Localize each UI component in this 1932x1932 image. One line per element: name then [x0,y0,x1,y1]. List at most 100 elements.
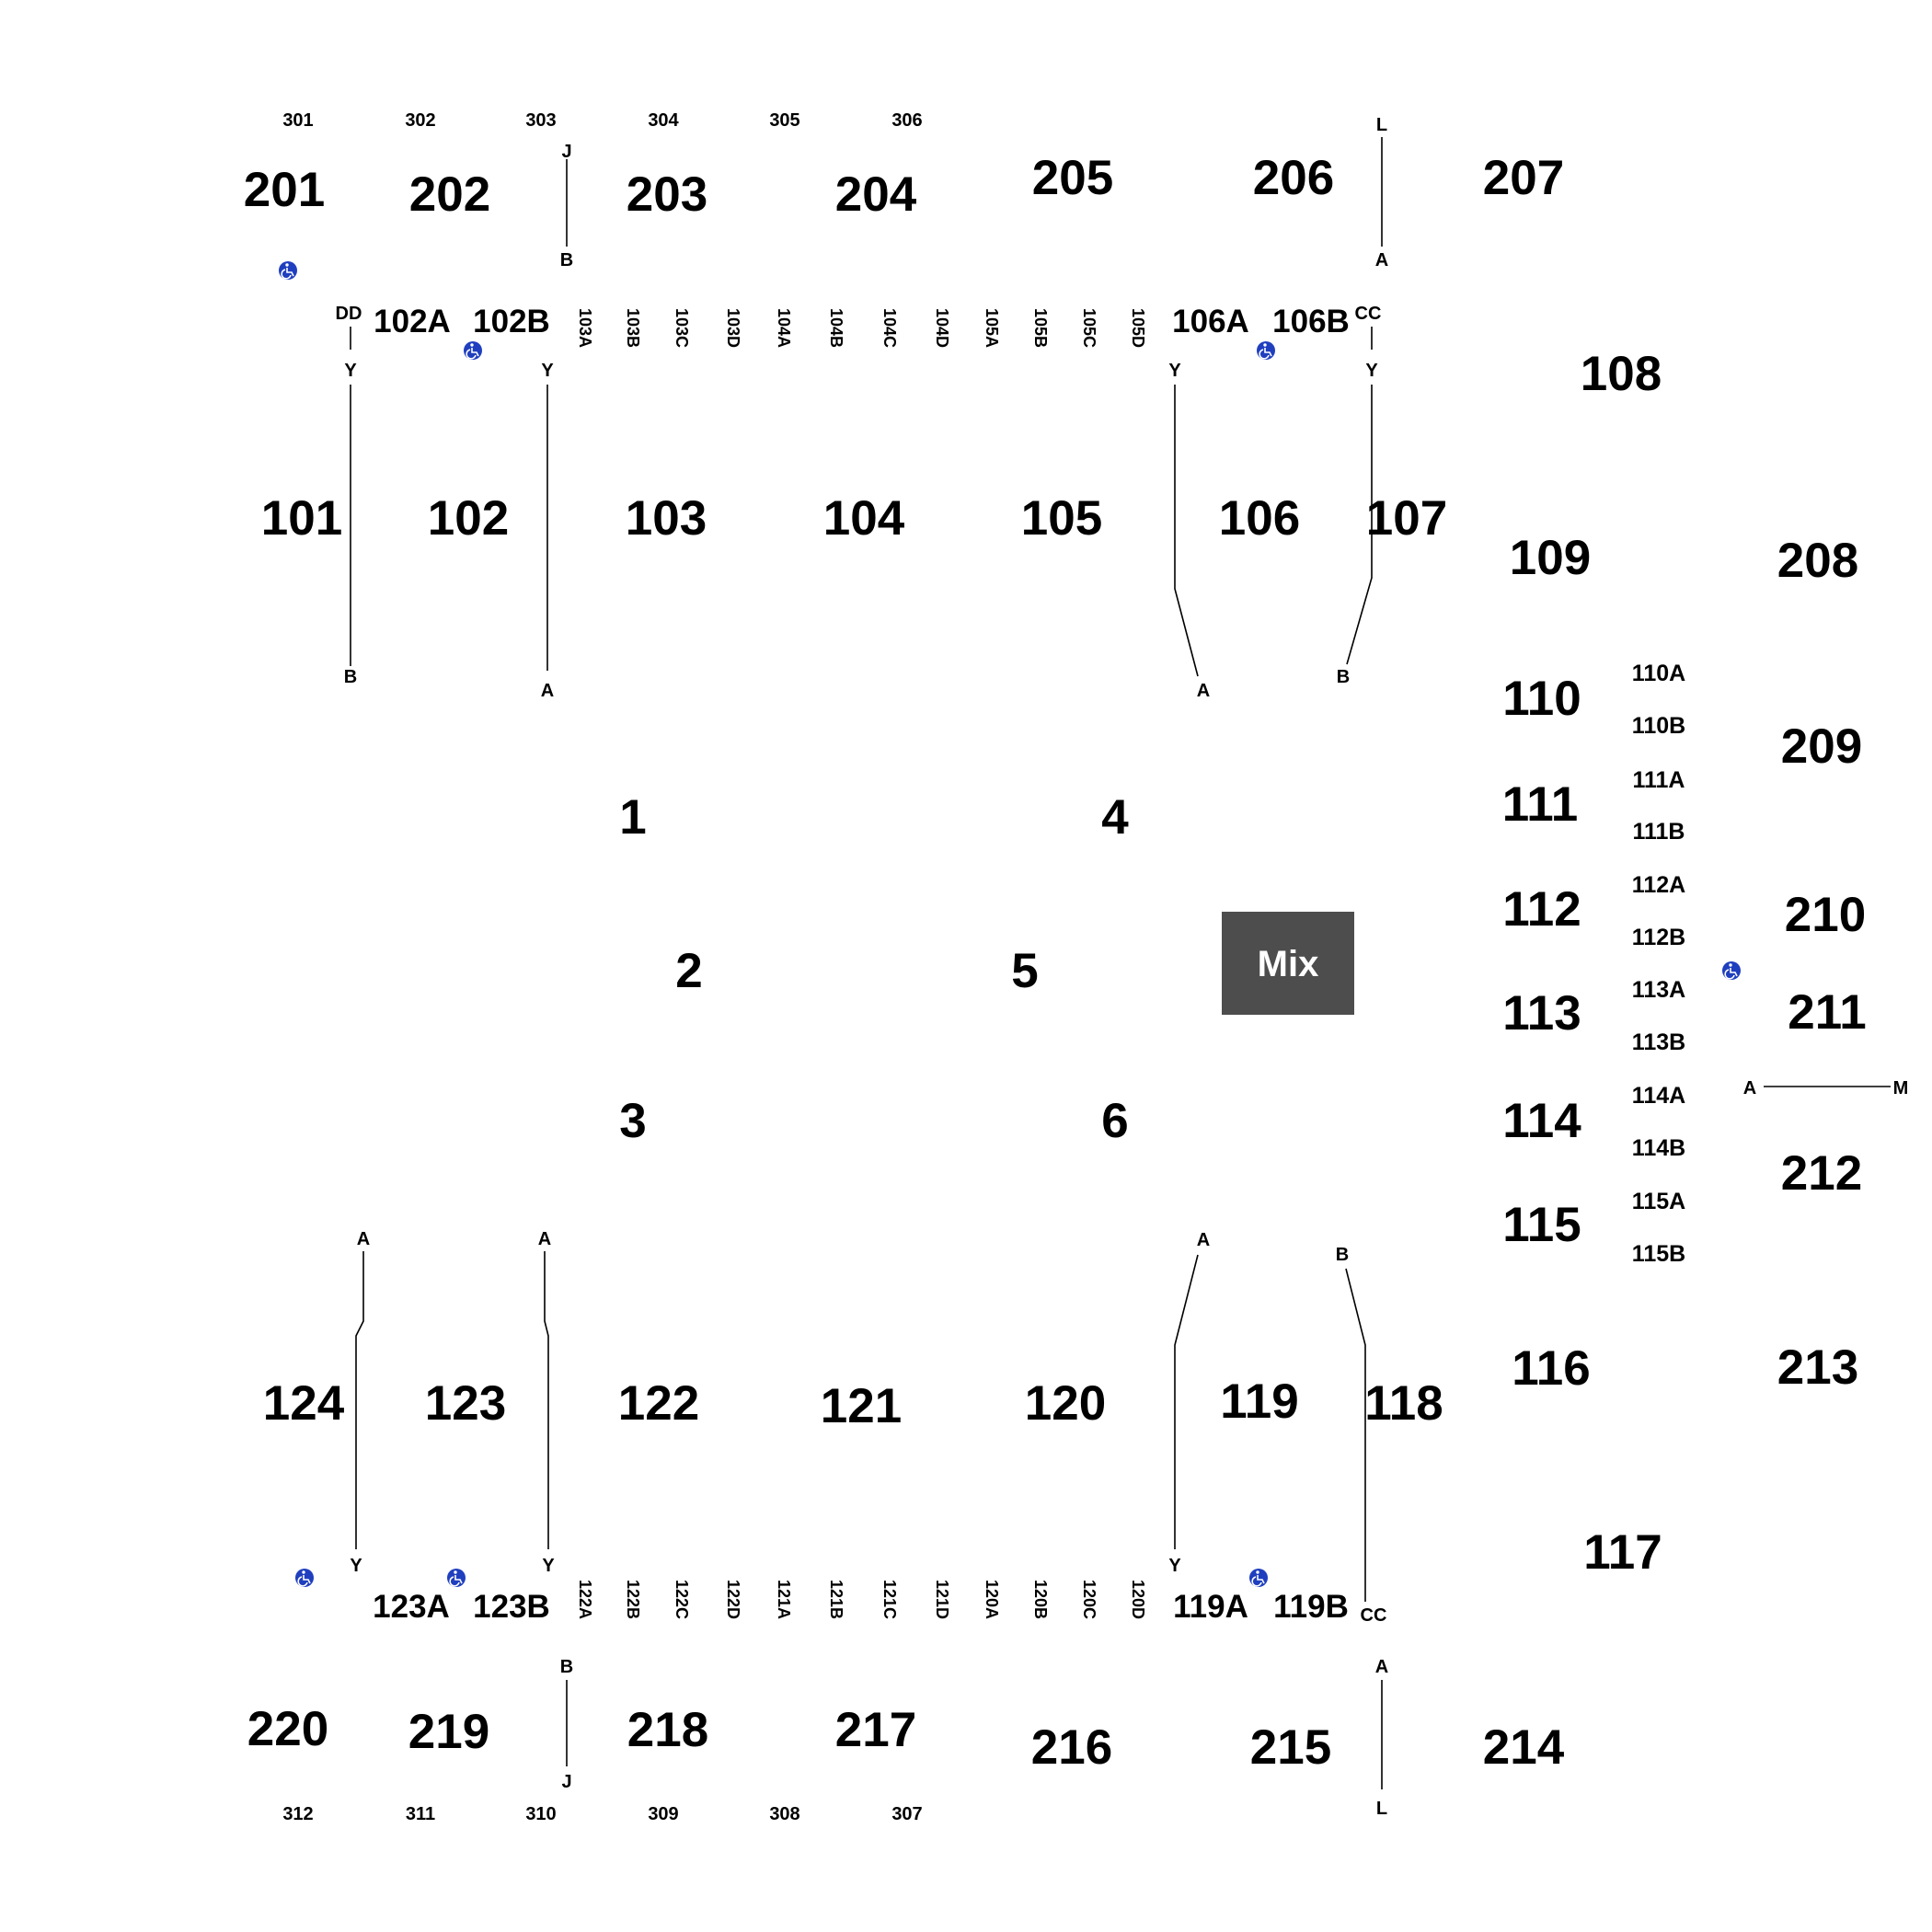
section-120b[interactable]: 120B [1031,1580,1050,1619]
section-312[interactable]: 312 [282,1804,313,1824]
section-202[interactable]: 202 [409,167,490,222]
section-105a[interactable]: 105A [983,308,1001,348]
section-115a[interactable]: 115A [1632,1189,1685,1214]
section-113b[interactable]: 113B [1632,1029,1685,1055]
section-208[interactable]: 208 [1777,534,1858,588]
section-103a[interactable]: 103A [576,308,594,348]
row-marker-b-101[interactable]: B [344,667,357,687]
section-213[interactable]: 213 [1777,1340,1858,1395]
section-220[interactable]: 220 [247,1702,328,1756]
section-104b[interactable]: 104B [827,308,845,348]
row-marker-a-211[interactable]: A [1743,1078,1756,1098]
section-311[interactable]: 311 [406,1804,435,1824]
section-119a[interactable]: 119A [1173,1589,1248,1625]
row-marker-l-bottom[interactable]: L [1376,1799,1387,1819]
section-305[interactable]: 305 [769,110,799,131]
section-201[interactable]: 201 [244,163,325,217]
section-306[interactable]: 306 [891,110,922,131]
section-112b[interactable]: 112B [1632,925,1685,950]
floor-section-4[interactable]: 4 [1101,790,1129,845]
section-122[interactable]: 122 [618,1376,699,1431]
floor-section-6[interactable]: 6 [1101,1094,1128,1148]
section-302[interactable]: 302 [405,110,435,131]
section-106a[interactable]: 106A [1172,304,1249,339]
section-122c[interactable]: 122C [673,1580,691,1619]
row-marker-b-top[interactable]: B [560,250,573,270]
section-102b[interactable]: 102B [473,304,550,339]
section-119[interactable]: 119 [1220,1374,1299,1429]
section-110[interactable]: 110 [1502,672,1581,726]
section-102[interactable]: 102 [428,491,509,546]
section-124[interactable]: 124 [263,1376,345,1431]
section-114[interactable]: 114 [1502,1094,1581,1148]
section-207[interactable]: 207 [1483,151,1564,205]
section-119b[interactable]: 119B [1273,1589,1349,1625]
section-107[interactable]: 107 [1366,491,1447,546]
section-121d[interactable]: 121D [933,1580,951,1619]
section-122a[interactable]: 122A [576,1580,594,1619]
row-marker-y-102[interactable]: Y [541,361,554,381]
section-301[interactable]: 301 [282,110,313,131]
section-218[interactable]: 218 [627,1703,708,1757]
section-111b[interactable]: 111B [1632,819,1685,845]
wheelchair-icon[interactable] [463,340,483,361]
wheelchair-icon[interactable] [1721,960,1742,981]
wheelchair-icon[interactable] [446,1568,466,1588]
wheelchair-icon[interactable] [294,1568,315,1588]
row-marker-a-119[interactable]: A [1197,1230,1210,1250]
row-marker-b-118[interactable]: B [1336,1245,1349,1265]
row-marker-a-102[interactable]: A [541,681,554,701]
section-121[interactable]: 121 [821,1379,902,1433]
floor-section-1[interactable]: 1 [619,790,646,845]
section-121c[interactable]: 121C [880,1580,899,1619]
section-304[interactable]: 304 [648,110,679,131]
row-marker-y-124[interactable]: Y [350,1556,362,1576]
section-114a[interactable]: 114A [1632,1083,1685,1109]
section-110a[interactable]: 110A [1632,661,1685,686]
section-103c[interactable]: 103C [673,308,691,348]
section-115[interactable]: 115 [1502,1198,1581,1252]
section-116[interactable]: 116 [1512,1341,1591,1396]
section-210[interactable]: 210 [1785,888,1866,942]
section-103[interactable]: 103 [626,491,707,546]
row-marker-a-top-206[interactable]: A [1375,250,1388,270]
row-marker-l-top[interactable]: L [1376,115,1387,135]
section-118[interactable]: 118 [1364,1376,1443,1431]
row-marker-j-bottom[interactable]: J [561,1772,571,1792]
section-114b[interactable]: 114B [1632,1135,1685,1161]
row-marker-a-bottom-215[interactable]: A [1375,1657,1388,1677]
section-204[interactable]: 204 [835,167,917,222]
section-104c[interactable]: 104C [880,308,899,348]
floor-section-3[interactable]: 3 [619,1094,646,1148]
row-marker-a-124[interactable]: A [357,1229,370,1249]
section-120[interactable]: 120 [1025,1376,1106,1431]
mix-position[interactable]: Mix [1222,912,1354,1015]
section-123[interactable]: 123 [425,1376,506,1431]
section-105[interactable]: 105 [1021,491,1102,546]
floor-section-2[interactable]: 2 [675,944,702,998]
row-marker-a-106[interactable]: A [1197,681,1210,701]
section-121a[interactable]: 121A [775,1580,793,1619]
section-110b[interactable]: 110B [1632,713,1685,739]
section-108[interactable]: 108 [1581,347,1662,401]
section-205[interactable]: 205 [1032,151,1113,205]
section-104a[interactable]: 104A [775,308,793,348]
section-122b[interactable]: 122B [624,1580,642,1619]
section-307[interactable]: 307 [891,1804,922,1824]
section-214[interactable]: 214 [1483,1720,1565,1775]
row-marker-b-bottom[interactable]: B [560,1657,573,1677]
section-123b[interactable]: 123B [473,1589,550,1625]
section-212[interactable]: 212 [1781,1146,1862,1201]
section-219[interactable]: 219 [408,1705,489,1759]
row-marker-m-211[interactable]: M [1893,1078,1909,1098]
row-marker-y-107[interactable]: Y [1365,361,1378,381]
wheelchair-icon[interactable] [1248,1568,1269,1588]
row-marker-y-101[interactable]: Y [344,361,357,381]
section-104d[interactable]: 104D [933,308,951,348]
row-marker-cc-top[interactable]: CC [1355,304,1382,324]
section-111[interactable]: 111 [1502,777,1579,832]
wheelchair-icon[interactable] [1256,340,1276,361]
row-marker-y-106[interactable]: Y [1168,361,1181,381]
section-123a[interactable]: 123A [373,1589,450,1625]
section-102a[interactable]: 102A [374,304,451,339]
